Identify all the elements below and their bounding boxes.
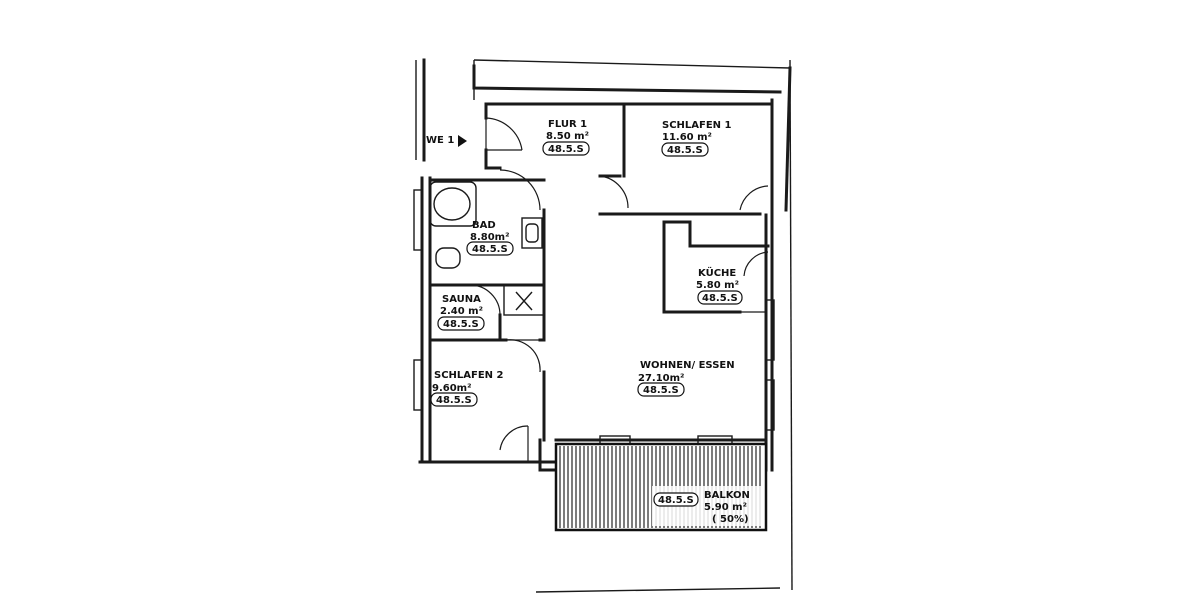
outer-walls [415,58,792,472]
room-sauna: SAUNA 2.40 m² 48.5.S [437,294,485,331]
room-tag-frame [653,492,699,507]
toilet-icon [435,247,461,269]
bathtub-icon [429,181,477,227]
room-area: 8.80m² [470,232,509,243]
bathroom-fixtures [429,181,545,316]
room-tag: 48.5.S [643,385,679,396]
room-name: SCHLAFEN 1 [662,120,732,131]
doors [469,169,769,462]
room-bad: BAD 8.80m² 48.5.S [466,220,514,256]
room-name: BALKON [704,490,750,501]
sink-icon [521,217,543,249]
room-name: SCHLAFEN 2 [434,370,504,381]
room-name: BAD [472,220,496,231]
scan-edges [535,59,793,593]
room-balkon: 48.5.S BALKON 5.90 m² ( 50%) [652,486,764,526]
room-name: KÜCHE [698,265,736,279]
room-tag-frame [661,142,709,157]
shower-icon [503,284,545,316]
room-tag: 48.5.S [443,319,479,330]
room-tag-frame [466,241,514,256]
room-tag-frame [697,290,743,305]
room-name: FLUR 1 [548,119,587,130]
room-tag: 48.5.S [658,495,694,506]
room-note: ( 50%) [712,514,749,525]
room-name: SAUNA [442,294,481,305]
room-wohnen: WOHNEN/ ESSEN 27.10m² 48.5.S [637,360,735,397]
room-kueche: KÜCHE 5.80 m² 48.5.S [696,265,743,305]
room-tag: 48.5.S [472,244,508,255]
room-schlafen2: SCHLAFEN 2 9.60m² 48.5.S [430,370,504,407]
room-tag: 48.5.S [436,395,472,406]
room-area: 9.60m² [432,383,471,394]
entrance-label: WE 1 [426,135,454,146]
room-area: 11.60 m² [662,132,712,143]
room-tag-frame [437,316,485,331]
room-tag-frame [430,392,478,407]
entrance: WE 1 [426,117,523,151]
room-area: 2.40 m² [440,306,483,317]
room-tag-frame [542,141,590,156]
room-area: 5.90 m² [704,502,747,513]
room-area: 8.50 m² [546,131,589,142]
room-tag: 48.5.S [667,145,703,156]
room-tag-frame [637,382,685,397]
arrow-right-icon [458,135,467,147]
room-tag: 48.5.S [548,144,584,155]
room-schlafen1: SCHLAFEN 1 11.60 m² 48.5.S [661,120,732,157]
room-area: 27.10m² [638,373,684,384]
room-flur1: FLUR 1 8.50 m² 48.5.S [542,119,590,156]
room-area: 5.80 m² [696,280,739,291]
room-name: WOHNEN/ ESSEN [640,360,735,371]
room-tag: 48.5.S [702,293,738,304]
